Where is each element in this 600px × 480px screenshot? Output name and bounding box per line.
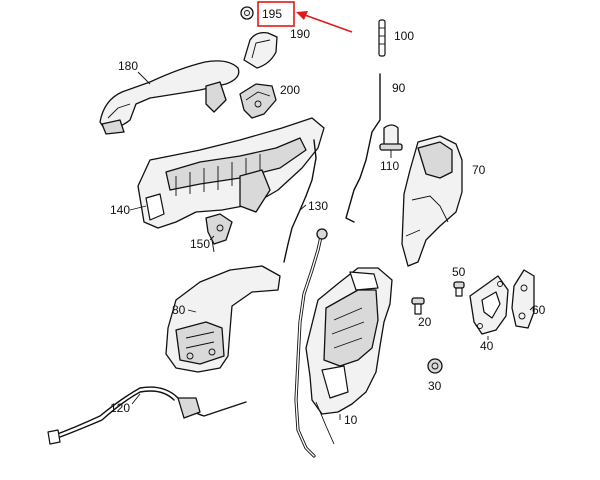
label-70: 70 <box>472 163 486 177</box>
label-20: 20 <box>418 315 432 329</box>
label-130: 130 <box>308 199 328 213</box>
part-70-bracket <box>401 135 463 267</box>
leader-180 <box>137 71 151 85</box>
part-10-lock <box>294 228 393 458</box>
part-130-rod <box>283 139 317 263</box>
label-90: 90 <box>392 81 406 95</box>
label-60: 60 <box>532 303 546 317</box>
leader-150 <box>209 235 215 241</box>
part-110-cylinder <box>379 124 403 158</box>
part-200-bracket <box>239 83 277 119</box>
label-110: 110 <box>380 159 399 173</box>
label-40: 40 <box>480 339 494 353</box>
part-30-nut <box>427 358 443 374</box>
part-60-shim <box>511 269 535 329</box>
label-10: 10 <box>344 413 358 427</box>
leader-80 <box>187 309 197 313</box>
label-140: 140 <box>110 203 130 217</box>
part-80-bracket <box>165 265 281 373</box>
label-190: 190 <box>290 27 310 41</box>
part-120-cable <box>47 386 247 445</box>
part-20-bolt <box>411 297 425 315</box>
part-190-cover <box>243 32 278 69</box>
part-50-screw <box>453 281 465 297</box>
highlight-arrow-head <box>296 11 308 20</box>
part-140-handle-carrier <box>137 117 325 229</box>
leader-140 <box>129 205 147 211</box>
part-195-clip <box>240 6 254 20</box>
label-100: 100 <box>394 29 414 43</box>
highlight-box <box>257 1 295 27</box>
part-100-pin <box>378 19 386 57</box>
label-180: 180 <box>118 59 138 73</box>
leader-130 <box>299 204 307 211</box>
label-150: 150 <box>190 237 210 251</box>
leader-60 <box>529 305 535 311</box>
label-120: 120 <box>110 401 130 415</box>
part-180-door-handle <box>99 60 240 135</box>
part-90-rod <box>345 73 381 223</box>
label-80: 80 <box>172 303 186 317</box>
label-200: 200 <box>280 83 300 97</box>
part-40-striker <box>469 275 509 335</box>
label-50: 50 <box>452 265 466 279</box>
highlight-arrow <box>301 13 353 33</box>
part-150-part <box>205 213 233 253</box>
label-195: 195 <box>262 7 282 21</box>
label-30: 30 <box>428 379 442 393</box>
leader-120 <box>131 393 141 405</box>
